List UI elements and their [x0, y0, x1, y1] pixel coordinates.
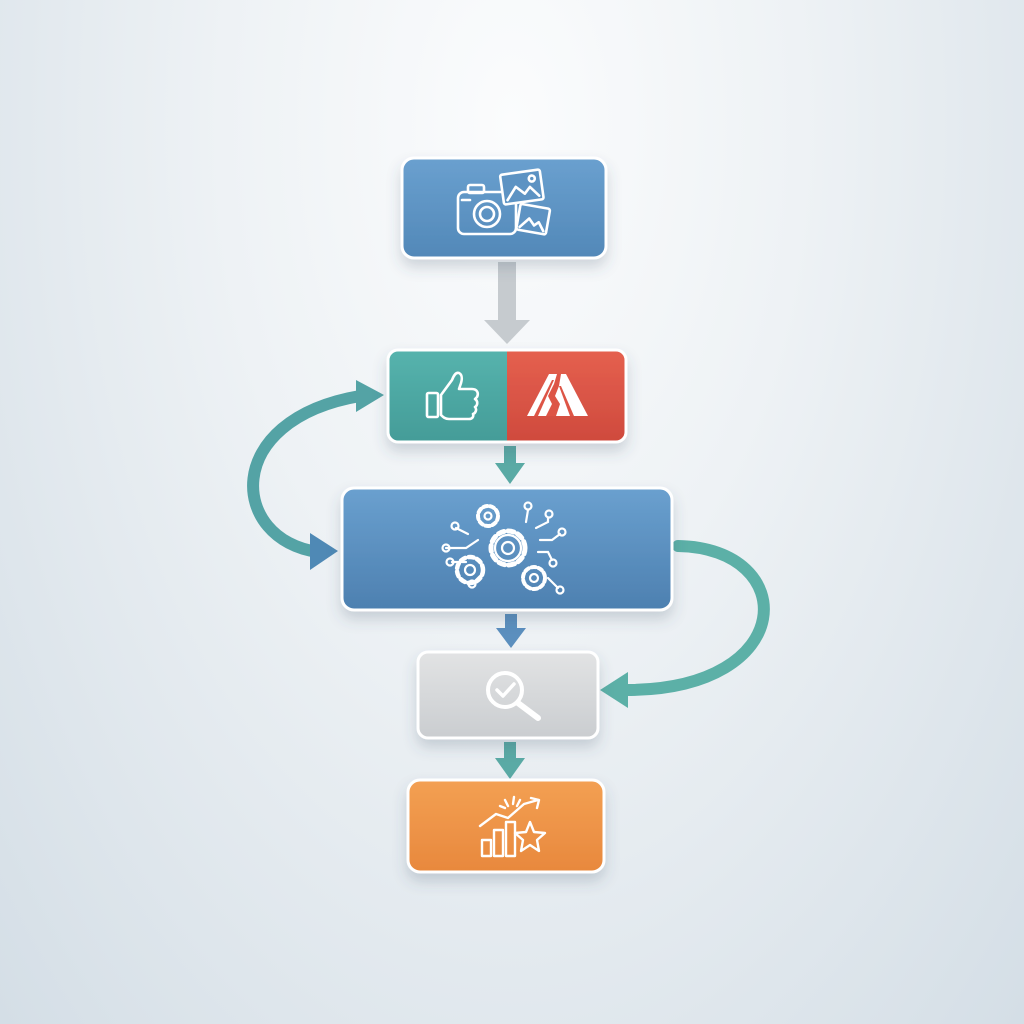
node-process	[340, 486, 674, 612]
edge-loop-left	[247, 380, 384, 570]
thumbs-up-icon	[425, 371, 480, 421]
camera-photos-icon	[456, 168, 552, 236]
edge-evaluate-to-process	[495, 446, 525, 484]
chart-star-icon	[478, 795, 547, 858]
cracked-road-icon	[527, 374, 588, 416]
edge-inspect-to-result	[495, 742, 525, 779]
magnifier-check-icon	[486, 671, 541, 721]
node-inspect	[416, 650, 600, 740]
edge-input-to-evaluate	[484, 262, 530, 344]
edge-process-to-inspect	[496, 614, 526, 648]
edge-loop-right	[600, 540, 770, 708]
node-input	[400, 156, 608, 260]
node-evaluate	[386, 348, 628, 444]
gears-network-icon	[441, 501, 567, 595]
node-result	[406, 778, 606, 874]
